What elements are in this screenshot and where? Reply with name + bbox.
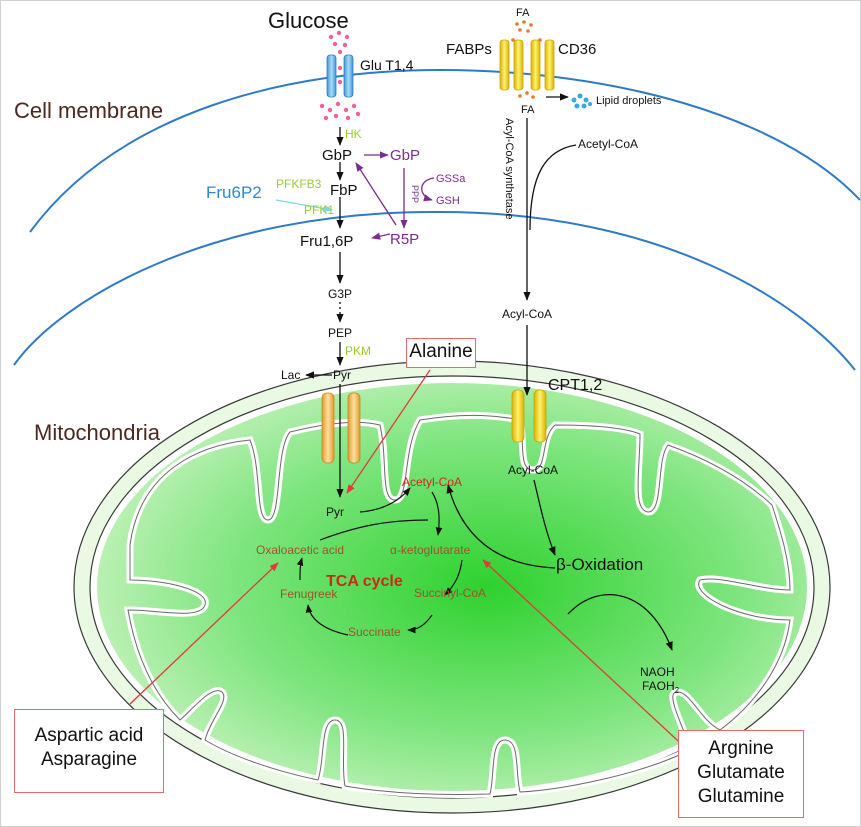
cpt-transporter bbox=[511, 389, 547, 443]
alanine-label: Alanine bbox=[409, 341, 473, 362]
glut-transporter bbox=[326, 54, 354, 98]
glycolysis-arrows bbox=[305, 127, 344, 498]
fatty-acid-molecules bbox=[511, 20, 542, 99]
r5p-label: R5P bbox=[390, 231, 419, 248]
pyr-cyto-label: Pyr bbox=[333, 368, 351, 382]
glucose-label: Glucose bbox=[268, 8, 349, 33]
acetyl-coa-mito-label: Acetyl-CoA bbox=[402, 475, 462, 489]
fa-mid-label: FA bbox=[521, 104, 535, 116]
pyr-mito-label: Pyr bbox=[326, 505, 344, 519]
cd36-label: CD36 bbox=[558, 41, 596, 58]
glutamine-label: Glutamine bbox=[697, 786, 785, 807]
alanine-box: Alanine bbox=[406, 338, 476, 368]
ppp-arrows bbox=[355, 151, 435, 240]
acyl-coa-synthetase-label: Acyl-CoA synthetase bbox=[503, 118, 515, 220]
cell-membrane-label: Cell membrane bbox=[14, 98, 163, 123]
tca-cycle-label: TCA cycle bbox=[326, 573, 403, 590]
ppp-label: PPP bbox=[410, 185, 420, 203]
naoh-label: NAOH bbox=[640, 665, 675, 679]
pfk1-label: PFK1 bbox=[304, 203, 334, 217]
glut-label: Glu T1,4 bbox=[360, 57, 414, 73]
gsh-label: GSH bbox=[436, 195, 460, 207]
pyruvate-carrier bbox=[321, 392, 361, 464]
acyl-coa-mito-label: Acyl-CoA bbox=[508, 463, 558, 477]
labels: Glucose Glu T1,4 FA FABPs CD36 FA Lipid … bbox=[14, 7, 680, 695]
fa-top-label: FA bbox=[516, 7, 530, 19]
cell-membrane-inner bbox=[13, 210, 856, 371]
pkm-label: PKM bbox=[345, 344, 371, 358]
aspartic-label: Aspartic acid bbox=[34, 725, 144, 746]
cd36-transporter bbox=[530, 39, 555, 91]
g3p-label: G3P bbox=[328, 287, 352, 301]
aspartic-box: Aspartic acid Asparagine bbox=[14, 709, 164, 793]
faoh-label: FAOH2 bbox=[642, 679, 680, 695]
cpt-label: CPT1,2 bbox=[548, 377, 602, 394]
cell-membrane-outer bbox=[29, 68, 861, 233]
argnine-label: Argnine bbox=[708, 738, 774, 759]
fru6p2-label: Fru6P2 bbox=[206, 183, 262, 202]
glucose-molecules bbox=[319, 30, 361, 121]
gssa-label: GSSa bbox=[436, 173, 466, 185]
acyl-coa-cyto-label: Acyl-CoA bbox=[502, 307, 552, 321]
fabps-label: FABPs bbox=[446, 41, 492, 58]
amino-acid-arrows bbox=[129, 369, 691, 753]
lac-label: Lac bbox=[281, 368, 300, 382]
faoh-text: FAOH bbox=[642, 679, 675, 693]
tca-arrows bbox=[296, 487, 463, 636]
hk-label: HK bbox=[345, 127, 362, 141]
glutamate-label: Glutamate bbox=[697, 762, 785, 783]
beta-oxidation-label: β-Oxidation bbox=[556, 555, 643, 574]
lipid-droplets-icon bbox=[571, 93, 592, 109]
asparagine-label: Asparagine bbox=[40, 749, 138, 770]
fenugreek-label: Fenugreek bbox=[280, 587, 338, 601]
oxaloacetic-label: Oxaloacetic acid bbox=[256, 543, 344, 557]
fabp-transporter bbox=[499, 39, 524, 91]
fatty-acid-arrows bbox=[446, 93, 673, 651]
lipid-droplets-label: Lipid droplets bbox=[596, 95, 662, 107]
fru16p-label: Fru1,6P bbox=[300, 233, 353, 250]
akg-label: α-ketoglutarate bbox=[390, 543, 471, 557]
pfk1-arrow bbox=[275, 199, 333, 213]
pfkfb3-label: PFKFB3 bbox=[276, 177, 322, 191]
amino-box-right: Argnine Glutamate Glutamine bbox=[678, 730, 804, 818]
gbp-label: GbP bbox=[322, 147, 352, 164]
fbp-label: FbP bbox=[330, 182, 358, 199]
mitochondria-label: Mitochondria bbox=[34, 420, 161, 445]
succinyl-coa-label: Succinyl-CoA bbox=[414, 586, 486, 600]
pep-label: PEP bbox=[328, 326, 352, 340]
succinate-label: Succinate bbox=[348, 625, 401, 639]
faoh-subscript: 2 bbox=[675, 686, 680, 695]
acetyl-coa-cyto-label: Acetyl-CoA bbox=[578, 137, 638, 151]
gbp-ppp-label: GbP bbox=[390, 147, 420, 164]
